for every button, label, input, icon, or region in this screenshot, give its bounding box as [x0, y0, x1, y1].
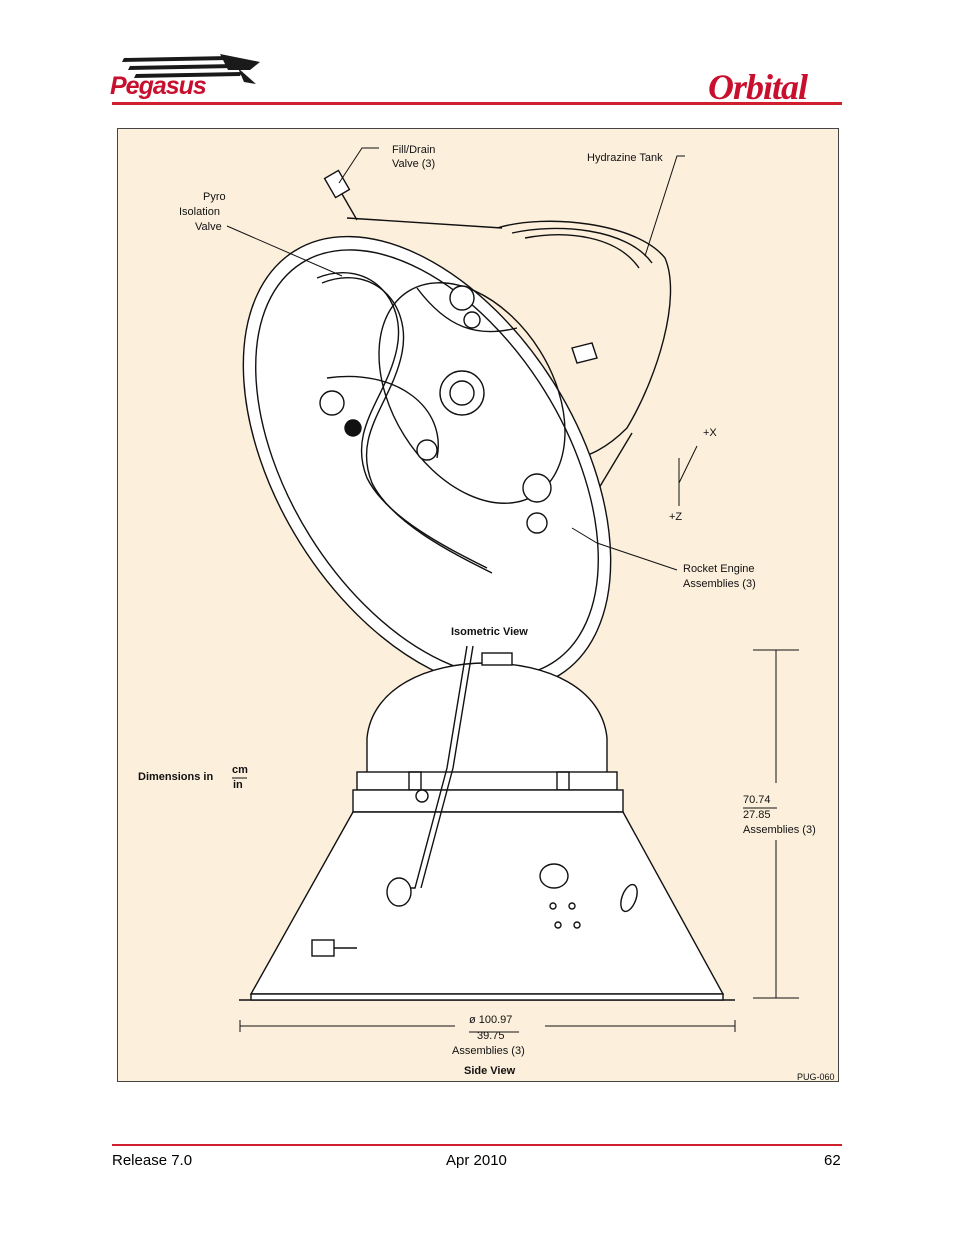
hydrazine-tank-label: Hydrazine Tank [587, 152, 663, 164]
diameter-cm-value: ø 100.97 [469, 1014, 512, 1026]
footer-release: Release 7.0 [112, 1152, 193, 1169]
header-rule [112, 102, 842, 105]
side-view-caption: Side View [464, 1065, 516, 1077]
rocket-engine-label-1: Rocket Engine [683, 563, 755, 575]
rocket-engine-label-2: Assemblies (3) [683, 578, 756, 590]
footer-page-number: 62 [824, 1152, 841, 1169]
isometric-drawing [242, 169, 672, 691]
diameter-note: Assemblies (3) [452, 1045, 525, 1057]
fill-drain-label-2: Valve (3) [392, 158, 435, 170]
figure-id: PUG-060 [797, 1072, 835, 1082]
height-note: Assemblies (3) [743, 824, 816, 836]
plus-z-label: +Z [669, 511, 682, 523]
footer-date: Apr 2010 [446, 1152, 507, 1169]
height-in-value: 27.85 [743, 809, 771, 821]
dimensions-in-label: in [233, 779, 243, 791]
isometric-view-caption: Isometric View [451, 626, 528, 638]
dimensions-label: Dimensions in [138, 771, 213, 783]
plus-x-label: +X [703, 427, 717, 439]
pegasus-logo-icon [122, 54, 260, 84]
pyro-label-2: Isolation [179, 206, 220, 218]
orbital-logo-text: Orbital [708, 67, 808, 107]
side-view-drawing [239, 645, 735, 1001]
footer-rule [112, 1144, 842, 1146]
height-cm-value: 70.74 [743, 794, 771, 806]
pyro-label-1: Pyro [203, 191, 226, 203]
fill-drain-label-1: Fill/Drain [392, 144, 435, 156]
dimensions-cm-label: cm [232, 764, 248, 776]
pyro-label-3: Valve [195, 221, 222, 233]
pegasus-logo-text: Pegasus [110, 72, 207, 100]
propulsion-figure: Fill/Drain Valve (3) Hydrazine Tank Pyro… [138, 144, 835, 1082]
diameter-in-value: 39.75 [477, 1030, 505, 1042]
